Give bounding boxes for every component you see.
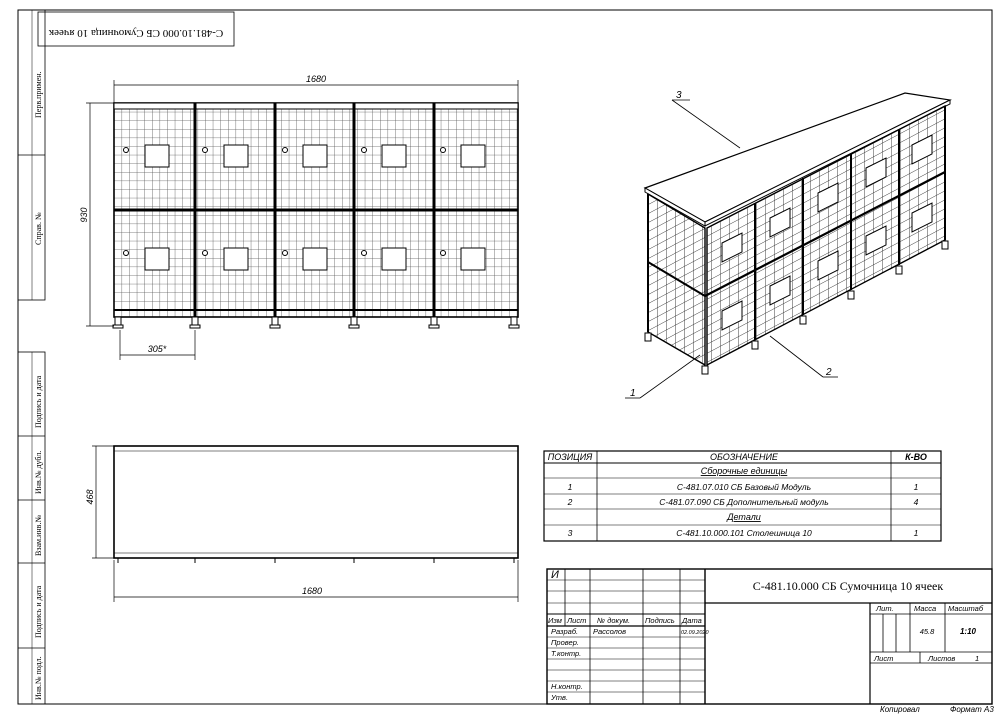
title-change-mark: И [551, 569, 559, 581]
label-inv-dubl: Инв.№ дубл. [34, 451, 43, 494]
title-designation: С-481.10.000 СБ Сумочница 10 ячеек [753, 579, 944, 593]
title-lit: Лит. [875, 604, 894, 613]
callout-1: 1 [630, 388, 636, 399]
title-scale-value: 1:10 [960, 627, 977, 636]
spec-row-1-designation: С-481.07.010 СБ Базовый Модуль [677, 482, 811, 492]
title-listov-value: 1 [975, 654, 979, 663]
dim-top-depth: 468 [85, 489, 95, 504]
title-listov-label: Листов [927, 654, 955, 663]
dim-front-height: 930 [79, 207, 89, 222]
title-col-sign: Подпись [645, 616, 675, 625]
label-podpis-data-2: Подпись и дата [34, 585, 43, 638]
spec-section-parts: Детали [726, 512, 761, 522]
spec-row-1-qty: 1 [914, 482, 919, 492]
label-inv-podl: Инв.№ подл. [34, 656, 43, 700]
spec-row-3-qty: 1 [914, 528, 919, 538]
dim-front-width: 1680 [306, 74, 326, 84]
spec-header-designation: ОБОЗНАЧЕНИЕ [710, 452, 779, 462]
spec-row-3-designation: С-481.10.000.101 Столешница 10 [676, 528, 812, 538]
top-stamp-rotated: С-481.10.000 СБ Сумочница 10 ячеек [48, 27, 223, 39]
spec-row-1-pos: 1 [568, 482, 573, 492]
front-view [112, 102, 520, 329]
title-col-doc: № докум. [597, 616, 630, 625]
title-col-list: Лист [566, 616, 586, 625]
title-prover: Провер. [551, 638, 579, 647]
title-razrab-date: 02.09.2020 [681, 630, 709, 636]
spec-table [543, 450, 942, 542]
title-format: Формат А3 [950, 705, 994, 714]
drawing-frame [17, 9, 993, 705]
title-razrab: Разраб. [551, 627, 578, 636]
front-dimensions [86, 80, 519, 360]
top-dimensions [92, 445, 519, 602]
title-razrab-name: Рассолов [593, 627, 626, 636]
label-perv-primen: Перв.примен. [34, 71, 43, 118]
spec-header-qty: К-ВО [905, 452, 927, 462]
callout-leaders [625, 99, 838, 399]
title-col-izm: Изм [548, 616, 562, 625]
label-vzam-inv: Взам.инв.№ [34, 515, 43, 556]
top-view [113, 445, 519, 563]
spec-section-assemblies: Сборочные единицы [701, 466, 788, 476]
title-mass-value: 45.8 [920, 627, 935, 636]
title-col-date: Дата [681, 616, 702, 625]
title-kopiroval: Копировал [880, 705, 920, 714]
spec-row-2-pos: 2 [567, 497, 573, 507]
isometric-view [643, 92, 952, 375]
label-podpis-data-1: Подпись и дата [34, 375, 43, 428]
dim-top-width: 1680 [302, 586, 322, 596]
title-utv: Утв. [550, 693, 568, 702]
title-block [546, 568, 993, 705]
title-nkontr: Н.контр. [551, 682, 583, 691]
spec-header-position: ПОЗИЦИЯ [548, 452, 593, 462]
label-sprav-no: Справ. № [34, 212, 43, 245]
callout-2: 2 [825, 367, 832, 378]
title-tkontr: Т.контр. [551, 649, 581, 658]
title-massa: Масса [914, 604, 936, 613]
spec-row-3-pos: 3 [568, 528, 573, 538]
title-masshtab: Масштаб [948, 604, 984, 613]
title-list-label: Лист [873, 654, 893, 663]
spec-row-2-designation: С-481.07.090 СБ Дополнительный модуль [659, 497, 828, 507]
callout-3: 3 [676, 90, 682, 101]
dim-cell-width: 305* [148, 344, 167, 354]
spec-row-2-qty: 4 [914, 497, 919, 507]
